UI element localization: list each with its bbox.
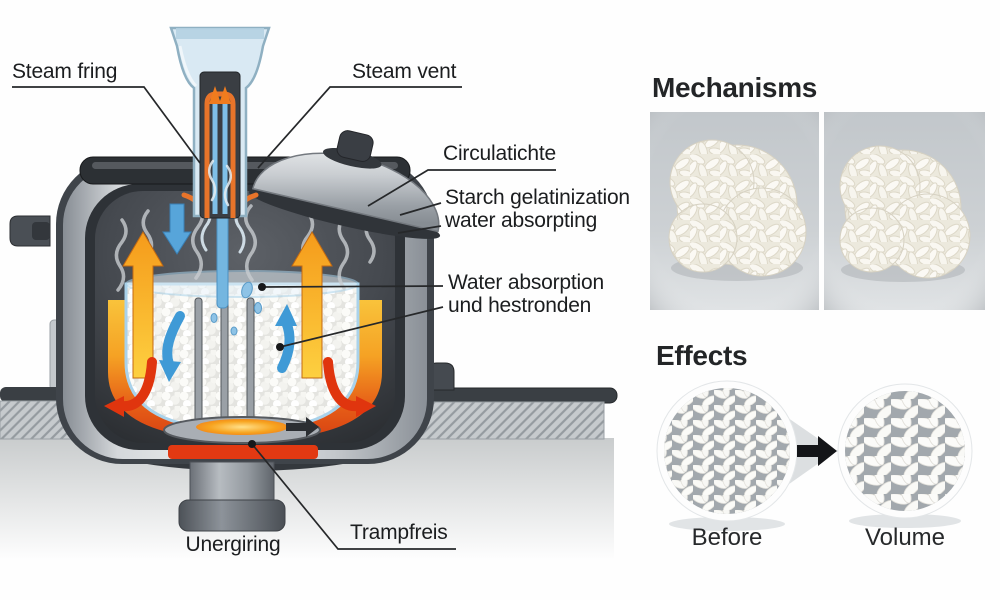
label-steam-vent: Steam vent <box>352 60 457 83</box>
before-caption: Before <box>691 524 763 551</box>
mechanisms-title: Mechanisms <box>652 72 818 103</box>
vent-arrowhead-left <box>209 86 221 104</box>
center-steam-column <box>216 213 229 309</box>
heating-element <box>168 445 318 459</box>
label-steam-ring: Steam fring <box>12 60 118 83</box>
leader-lines <box>12 86 556 550</box>
vent-arrowhead-right <box>219 86 231 104</box>
water-droplets <box>210 281 262 336</box>
label-starch: Starch gelatinization water absorpting <box>445 186 630 232</box>
effects-title: Effects <box>656 340 748 371</box>
label-starch-line2: water absorpting <box>445 209 598 233</box>
water-cycle-arrow-left <box>159 311 185 382</box>
lid-knob <box>336 130 374 162</box>
mechanisms-photos <box>650 112 985 310</box>
label-water-absorption: Water absorption und hestronden <box>448 271 604 317</box>
lid <box>249 130 441 239</box>
rice-bowl <box>124 270 360 432</box>
after-circle <box>837 383 973 519</box>
label-heater: Trampfreis <box>350 521 448 544</box>
leader-dots <box>248 283 284 448</box>
heating-plate <box>163 416 321 444</box>
label-water-line2: und hestronden <box>448 294 592 318</box>
label-base: Unergiring <box>185 533 281 556</box>
effects-graphic <box>656 380 973 531</box>
label-starch-line1: Starch gelatinization <box>445 186 630 209</box>
label-water-line1: Water absorption <box>448 271 604 294</box>
before-circle <box>656 380 798 522</box>
after-caption: Volume <box>864 524 946 551</box>
steam-down-arrow <box>162 203 192 255</box>
steam-funnel <box>169 26 271 219</box>
flow-direction-arrow <box>286 417 319 437</box>
heat-curl-arrow-right <box>323 357 376 417</box>
label-circulation: Circulatichte <box>443 142 556 165</box>
heat-curl-arrow-left <box>104 357 157 417</box>
heat-up-arrow-left <box>122 231 164 379</box>
base-pedestal <box>178 461 286 532</box>
transform-arrow-icon <box>797 436 837 466</box>
